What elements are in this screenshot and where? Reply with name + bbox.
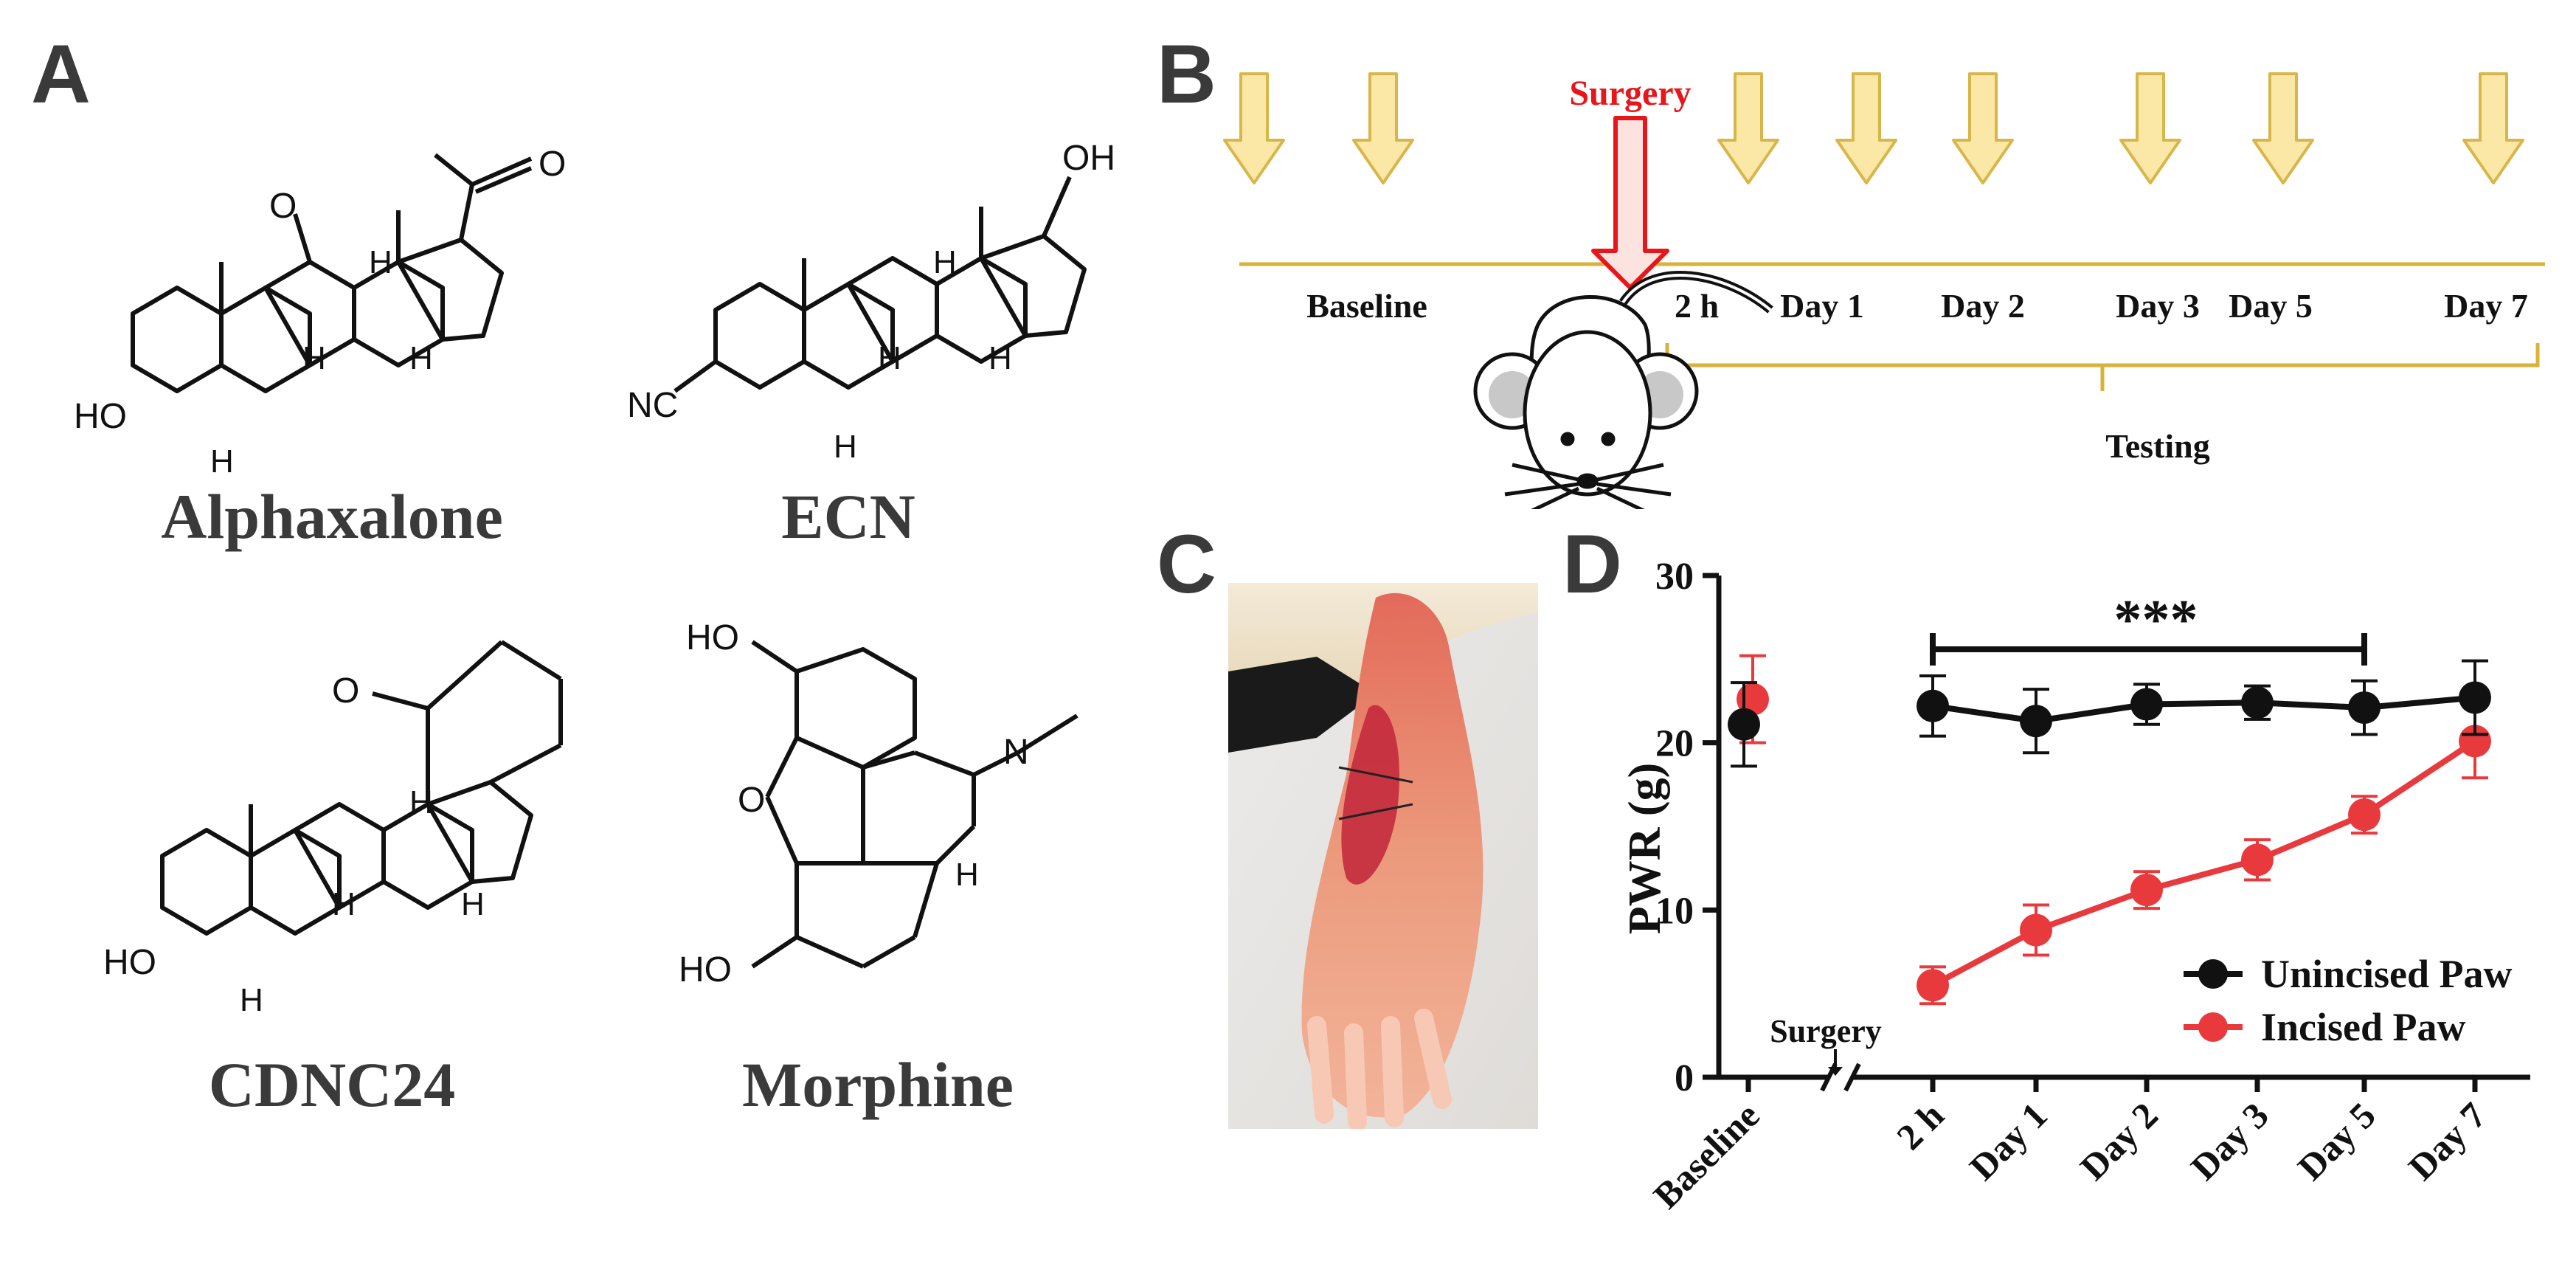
- down-arrow-icon: [2119, 72, 2181, 184]
- surgery-label: Surgery: [1569, 74, 1691, 113]
- svg-text:H: H: [933, 244, 957, 280]
- data-point: [2348, 798, 2381, 832]
- svg-text:OH: OH: [1062, 139, 1115, 178]
- timepoint-label: Day 2: [1941, 287, 2025, 325]
- surgery-arrowhead-icon: [1828, 1067, 1843, 1076]
- y-tick-label: 0: [1675, 1057, 1694, 1099]
- svg-text:H: H: [834, 429, 857, 465]
- x-tick-label: Day 5: [2290, 1094, 2383, 1188]
- timepoint-label: Baseline: [1306, 287, 1427, 325]
- data-point: [2241, 686, 2274, 719]
- axis-break: [1843, 1062, 1861, 1092]
- x-tick-label: Day 1: [1962, 1094, 2055, 1188]
- svg-text:O: O: [332, 671, 359, 711]
- svg-text:O: O: [539, 145, 566, 184]
- down-arrow-icon: [1835, 72, 1897, 184]
- experiment-timeline: Surgery Baseline 2 h Day 1 Day 2 Day 3 D…: [1223, 72, 2545, 509]
- data-point: [2241, 843, 2274, 877]
- surgery-arrow-icon: [1591, 116, 1669, 290]
- paw-incision-photo: [1228, 583, 1538, 1129]
- data-point: [1917, 969, 1949, 1002]
- molecule-name-alphaxalone: Alphaxalone: [161, 481, 503, 552]
- svg-text:H: H: [988, 340, 1012, 376]
- molecule-name-cdnc24: CDNC24: [208, 1049, 456, 1120]
- down-arrow-icon: [1352, 72, 1414, 184]
- svg-text:H: H: [461, 886, 485, 922]
- down-arrow-icon: [2252, 72, 2314, 184]
- series-line: [1932, 694, 2476, 725]
- structure-alphaxalone: O O H H H HO H: [74, 145, 566, 480]
- x-tick-label: Day 2: [2072, 1094, 2166, 1188]
- panel-label-c: C: [1157, 518, 1216, 610]
- legend-marker: [2198, 1012, 2228, 1042]
- panel-label-b: B: [1157, 28, 1216, 120]
- timepoint-label: Day 7: [2444, 287, 2528, 325]
- panel-label-d: D: [1562, 518, 1622, 610]
- panel-label-a: A: [31, 28, 91, 120]
- svg-text:H: H: [369, 244, 392, 280]
- timepoint-label: Day 3: [2116, 287, 2200, 325]
- x-tick-label: Day 7: [2400, 1094, 2494, 1188]
- data-point: [1728, 708, 1760, 741]
- data-point: [2459, 681, 2491, 714]
- svg-text:HO: HO: [103, 943, 156, 982]
- x-tick-label: 2 h: [1888, 1094, 1952, 1158]
- x-tick-label: Day 3: [2183, 1094, 2276, 1188]
- down-arrow-icon: [1223, 72, 1285, 184]
- data-point: [2348, 691, 2381, 725]
- legend-label: Unincised Paw: [2261, 952, 2513, 996]
- data-point: [2020, 913, 2052, 947]
- svg-text:H: H: [302, 340, 326, 376]
- data-point: [2020, 705, 2052, 738]
- structure-cdnc24: O H H H HO H: [103, 640, 563, 1018]
- structure-morphine: HO O N H HO: [679, 618, 1078, 989]
- structure-ecn: OH H H H NC H: [627, 139, 1115, 465]
- svg-text:O: O: [738, 781, 765, 820]
- svg-text:HO: HO: [74, 397, 127, 436]
- svg-text:H: H: [878, 340, 901, 376]
- svg-text:H: H: [955, 857, 979, 893]
- data-point: [2130, 688, 2163, 721]
- svg-text:HO: HO: [686, 618, 739, 657]
- timepoint-label: 2 h: [1675, 287, 1719, 325]
- svg-text:O: O: [269, 187, 297, 226]
- timepoint-label: Day 5: [2229, 287, 2313, 325]
- timepoint-label: Day 1: [1780, 287, 1864, 325]
- down-arrow-icon: [1717, 72, 1779, 184]
- svg-text:HO: HO: [679, 950, 732, 989]
- svg-text:H: H: [409, 784, 433, 820]
- data-point: [1917, 689, 1949, 722]
- svg-text:H: H: [409, 340, 433, 376]
- testing-label: Testing: [2105, 427, 2209, 465]
- svg-text:N: N: [1003, 733, 1029, 772]
- series-line: [1931, 739, 2477, 988]
- significance-stars: ***: [2114, 589, 2198, 651]
- data-point: [2130, 874, 2163, 907]
- down-arrow-icon: [1952, 72, 2014, 184]
- y-tick-label: 20: [1655, 723, 1694, 765]
- svg-text:H: H: [240, 982, 263, 1018]
- mouse-icon: [1473, 271, 1773, 509]
- legend-label: Incised Paw: [2261, 1005, 2466, 1049]
- svg-text:NC: NC: [627, 386, 678, 425]
- y-tick-label: 30: [1655, 556, 1694, 598]
- down-arrow-icon: [2462, 72, 2524, 184]
- x-tick-label: Baseline: [1645, 1094, 1767, 1216]
- testing-arrows: [1223, 72, 2524, 184]
- y-tick-label: 10: [1655, 890, 1694, 932]
- molecule-name-morphine: Morphine: [742, 1049, 1014, 1120]
- surgery-annotation: Surgery: [1770, 1013, 1882, 1049]
- svg-text:H: H: [332, 886, 356, 922]
- y-axis-label: PWR (g): [1620, 763, 1670, 934]
- svg-text:H: H: [210, 443, 234, 480]
- legend-marker: [2198, 959, 2228, 989]
- testing-bracket: [1665, 343, 2540, 391]
- molecule-name-ecn: ECN: [781, 481, 915, 552]
